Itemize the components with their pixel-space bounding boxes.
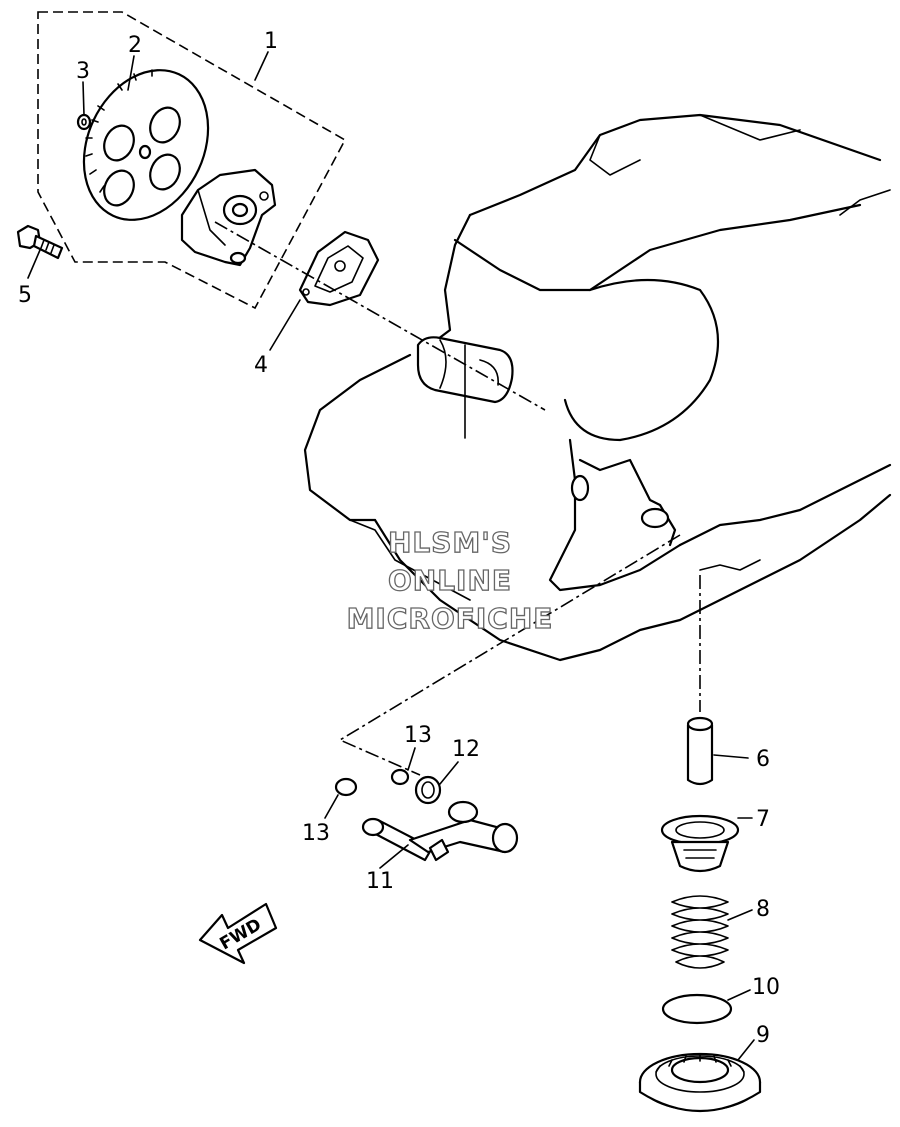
watermark-line-2: ONLINE [388, 564, 512, 597]
oil-strainer [660, 814, 740, 873]
o-ring-10 [661, 993, 733, 1025]
callout-10: 10 [752, 975, 780, 1000]
callout-13-left: 13 [302, 821, 330, 846]
watermark-line-3: MICROFICHE [347, 602, 554, 635]
drain-plug [638, 1052, 762, 1113]
callout-4: 4 [254, 353, 268, 378]
o-ring-left [334, 777, 358, 797]
alignment-line-pump [214, 221, 546, 411]
oil-delivery-pipe [361, 800, 519, 862]
leader-lines [27, 51, 755, 1061]
callout-3: 3 [76, 59, 90, 84]
watermark: HLSM'S ONLINE MICROFICHE [346, 525, 554, 635]
alignment-line-strainer [338, 534, 681, 776]
oil-pump-body [180, 168, 277, 267]
callout-6: 6 [756, 747, 770, 772]
forward-arrow-icon: FWD [198, 902, 278, 965]
callout-13-top: 13 [404, 723, 432, 748]
o-ring-right [390, 768, 410, 786]
watermark-line-1: HLSM'S [388, 526, 512, 559]
callout-9: 9 [756, 1023, 770, 1048]
circlip [76, 113, 92, 131]
callout-5: 5 [18, 283, 32, 308]
callout-12: 12 [452, 737, 480, 762]
callout-1: 1 [264, 29, 278, 54]
crankcase-housing [303, 113, 892, 662]
callout-2: 2 [128, 33, 142, 58]
gasket [298, 230, 380, 307]
collar [686, 716, 714, 786]
circlip-12 [414, 775, 442, 805]
callouts: 1 2 3 4 5 6 7 8 9 10 11 12 13 13 [18, 29, 780, 1048]
oil-pump-gear [82, 69, 210, 221]
assembly-group-box [37, 11, 347, 310]
spring [671, 895, 729, 969]
callout-11: 11 [366, 869, 394, 894]
callout-7: 7 [756, 807, 770, 832]
bolt [16, 224, 64, 260]
callout-8: 8 [756, 897, 770, 922]
